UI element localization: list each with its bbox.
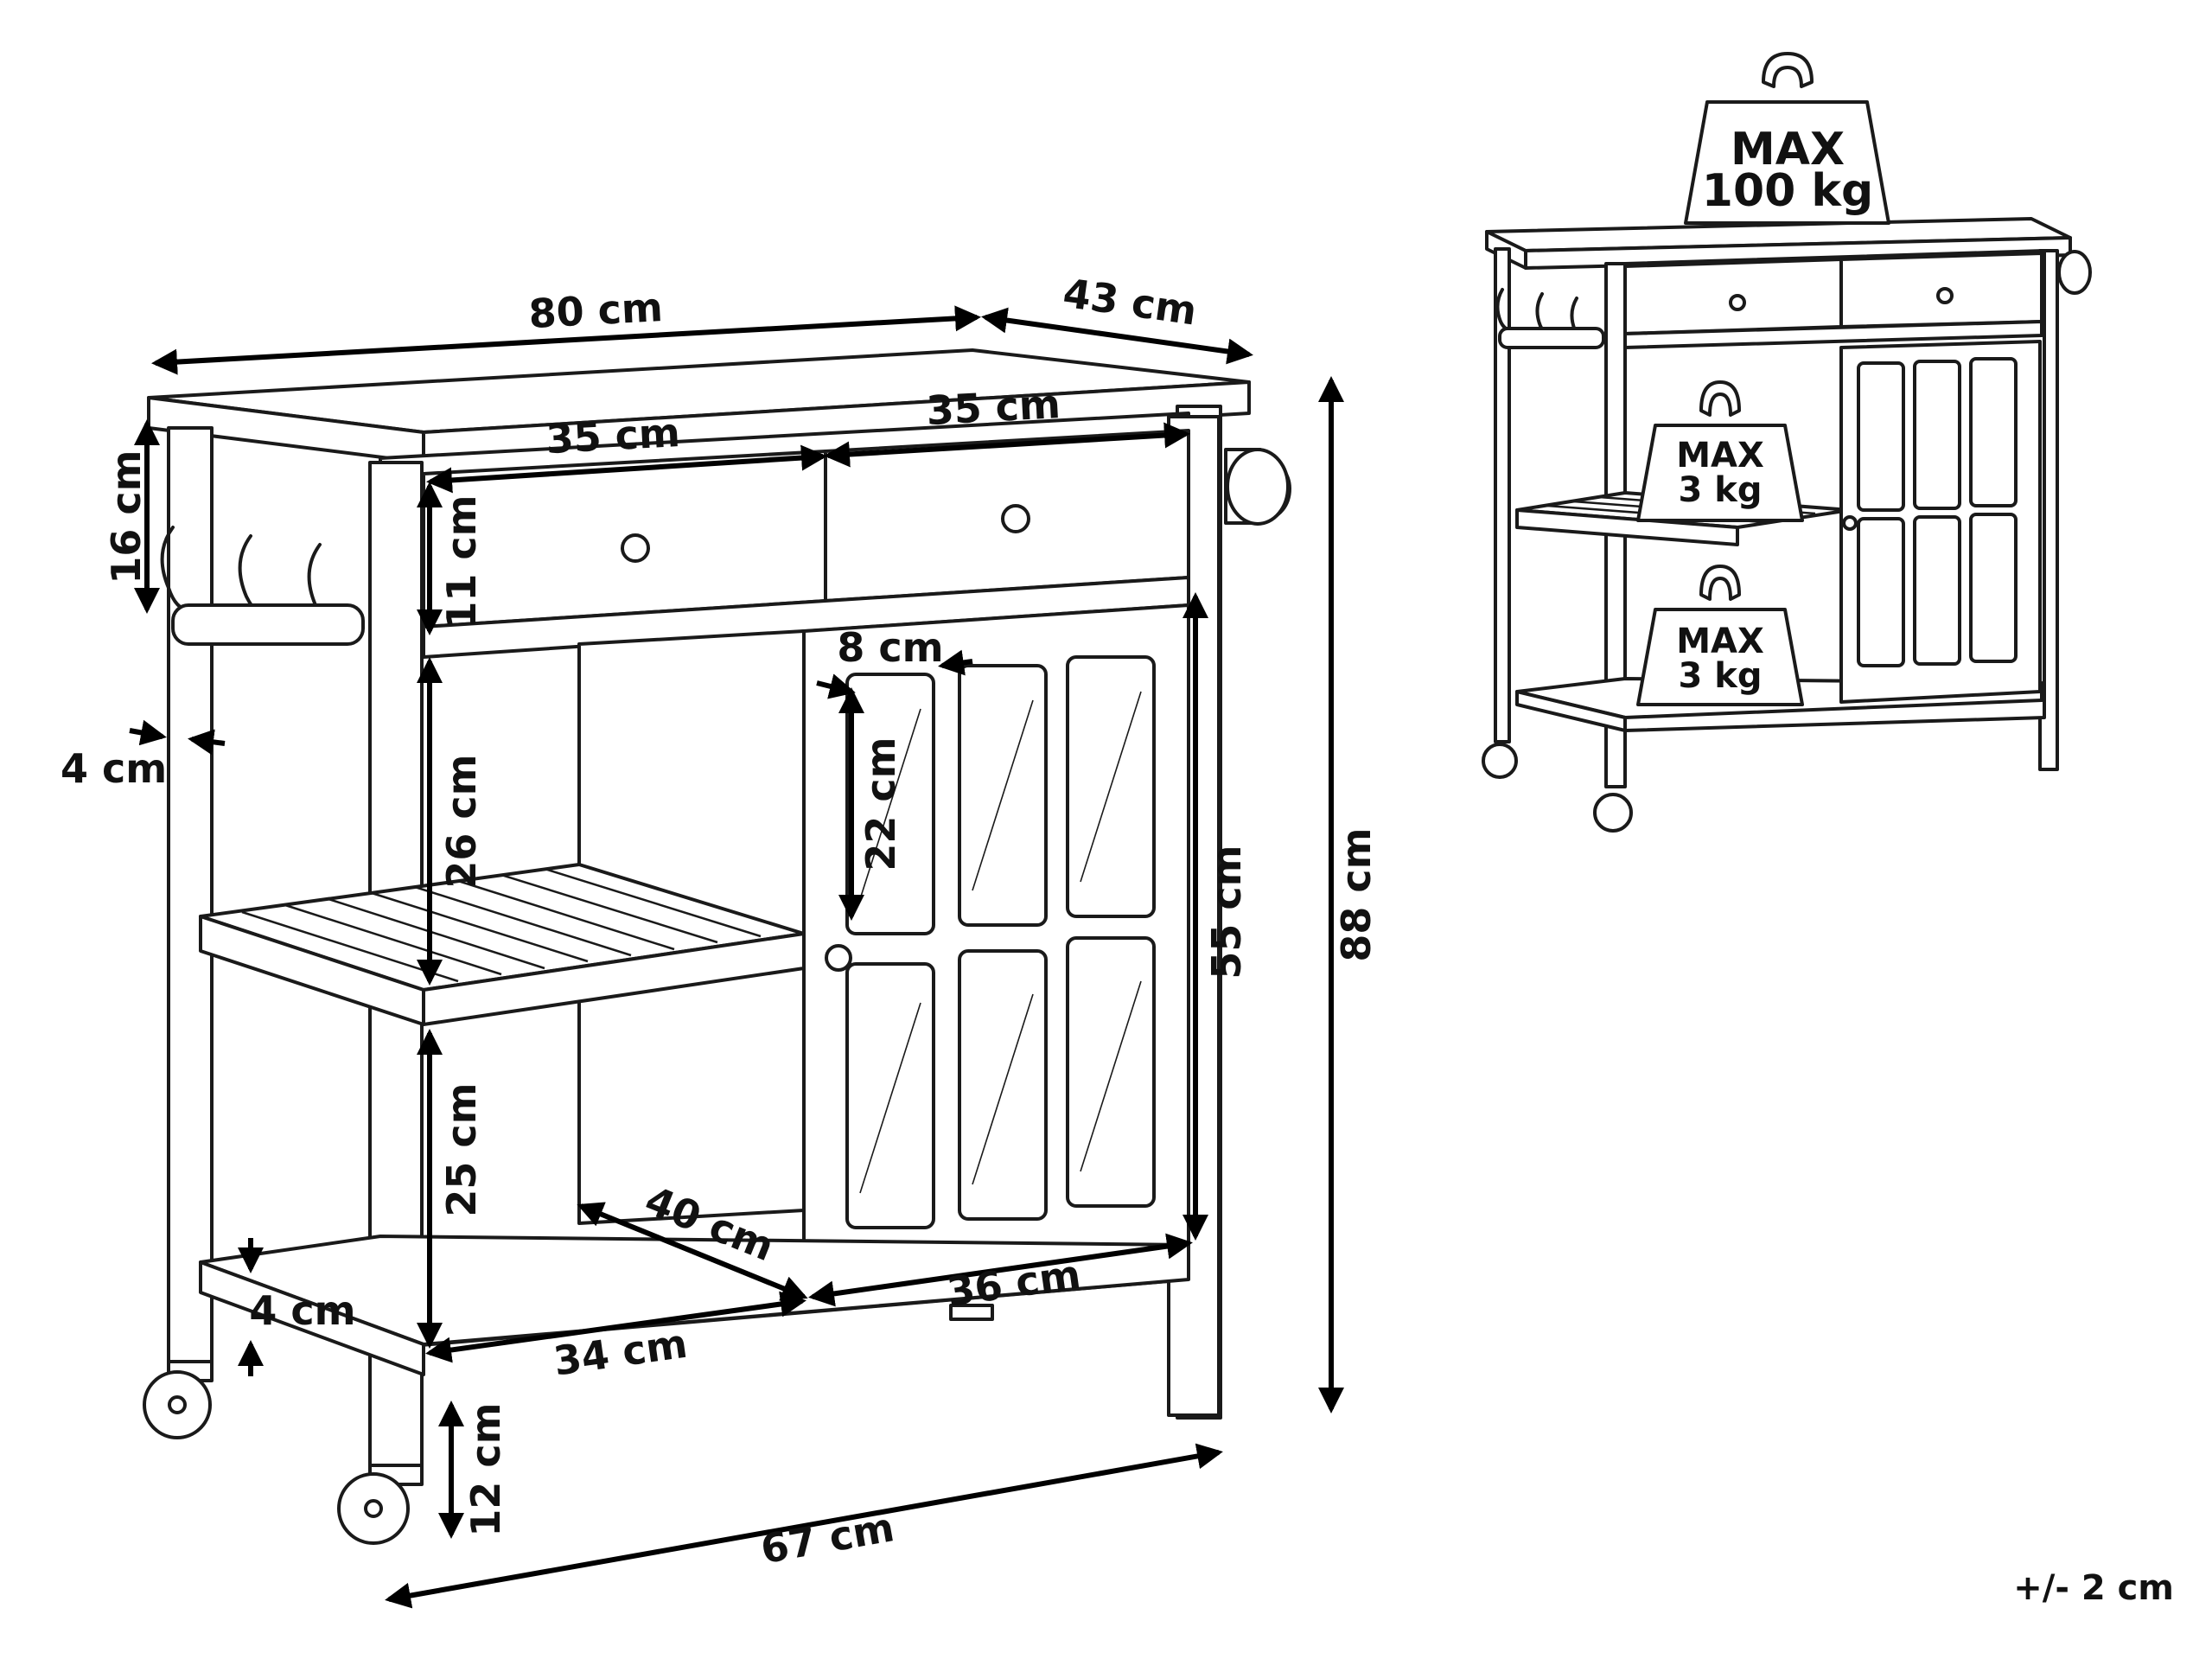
load-capacity-drawing: MAX 100 kg MAX 3 kg MAX 3 kg [1482, 52, 2092, 833]
weight-bottom-value: 3 kg [1679, 656, 1763, 696]
casters [143, 1360, 424, 1545]
dim-door-pane-height: 22 cm [857, 737, 904, 871]
dim-leg-thickness: 4 cm [61, 745, 167, 792]
dimension-arrows [129, 305, 1344, 1609]
dim-top-overhang: 16 cm [103, 450, 150, 584]
dim-ground-clearance: 12 cm [462, 1402, 509, 1536]
weight-shelf-value: 3 kg [1679, 470, 1763, 510]
weight-top: MAX 100 kg [1684, 52, 1890, 225]
dim-drawer-height: 11 cm [438, 495, 485, 629]
dim-drawer-left: 35 cm [545, 409, 681, 463]
weight-shelf: MAX 3 kg [1636, 380, 1804, 522]
door-pane [1066, 936, 1156, 1208]
dim-bottom-shelf-thickness: 4 cm [249, 1287, 355, 1334]
dim-door-pane-width: 8 cm [837, 624, 943, 671]
towel-rail [1224, 448, 1291, 526]
main-trolley-drawing: 80 cm 43 cm 35 cm 35 cm 16 cm 11 cm 4 cm… [61, 270, 1380, 1609]
weight-bottom: MAX 3 kg [1636, 565, 1804, 706]
weight-shelf-label: MAX [1676, 436, 1764, 475]
dim-cabinet-height: 55 cm [1203, 845, 1250, 979]
caster-back-left [143, 1360, 214, 1439]
dim-base-width: 67 cm [757, 1503, 897, 1573]
drawer-knob-right [1001, 504, 1030, 533]
dim-lower-shelf-gap: 25 cm [438, 1082, 485, 1216]
back-left-leg [167, 426, 214, 1363]
slatted-shelf [199, 863, 806, 1026]
dim-upper-shelf-gap: 26 cm [438, 754, 485, 888]
dim-drawer-right: 35 cm [925, 380, 1061, 434]
weight-top-label: MAX [1731, 124, 1845, 175]
coat-hooks [160, 526, 365, 646]
drawer-knob-left [621, 533, 650, 563]
tolerance-note: +/- 2 cm [2013, 1568, 2174, 1608]
dim-total-height: 88 cm [1333, 827, 1380, 961]
caster-front-left [337, 1464, 424, 1545]
door-pane [958, 949, 1048, 1221]
drawers [422, 429, 1190, 659]
weight-top-value: 100 kg [1702, 165, 1873, 217]
cabinet-door [802, 603, 1190, 1303]
door-knob [825, 944, 852, 972]
dim-width-top: 80 cm [527, 284, 664, 337]
dim-depth-top: 43 cm [1061, 270, 1200, 335]
weight-bottom-label: MAX [1676, 622, 1764, 661]
